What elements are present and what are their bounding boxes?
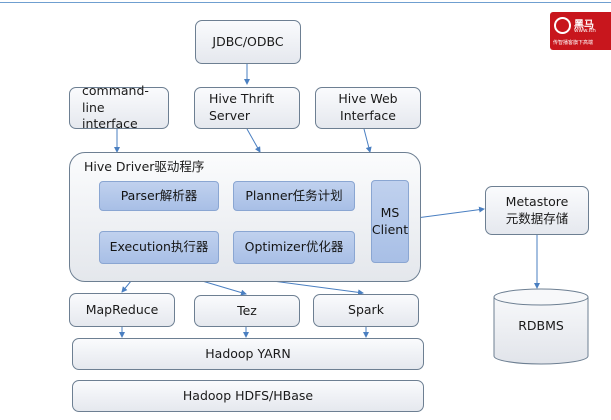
planner-box: Planner任务计划: [233, 181, 355, 211]
command-line-interface-label: command-line interface: [82, 82, 149, 132]
mapreduce-box: MapReduce: [69, 293, 175, 327]
horse-logo-icon: [554, 17, 571, 34]
hadoop-yarn-box: Hadoop YARN: [72, 338, 424, 370]
hive-driver-title: Hive Driver驱动程序: [84, 159, 205, 174]
top-rule: [0, 2, 611, 3]
arrow-thrift-driver: [246, 128, 261, 153]
logo-slogan: 传智播客旗下高端: [553, 40, 594, 46]
arrow-web-driver: [363, 128, 372, 153]
ms-client-box: MS Client: [371, 180, 409, 263]
hadoop-hdfs-hbase-box: Hadoop HDFS/HBase: [72, 380, 424, 412]
logo-url: www.ith: [574, 28, 596, 34]
metastore-box: Metastore 元数据存储: [485, 186, 589, 235]
tez-box: Tez: [194, 295, 300, 327]
rdbms-cylinder: [493, 288, 589, 365]
execution-box: Execution执行器: [99, 231, 219, 264]
arrow-msclient-metastore: [408, 206, 485, 220]
jdbc-odbc-box: JDBC/ODBC: [195, 20, 301, 64]
logo-name: 黑马: [574, 20, 594, 31]
rdbms-label: RDBMS: [518, 318, 564, 333]
hive-web-interface-label: Hive Web Interface: [338, 91, 398, 123]
hive-thrift-server-label: Hive Thrift Server: [209, 91, 275, 123]
brand-logo: 黑马 www.ith 传智播客旗下高端: [550, 12, 611, 50]
hive-web-interface-box: Hive Web Interface: [315, 87, 421, 129]
optimizer-box: Optimizer优化器: [233, 231, 355, 264]
spark-box: Spark: [313, 294, 419, 327]
hive-thrift-server-box: Hive Thrift Server: [194, 87, 300, 129]
parser-box: Parser解析器: [99, 181, 219, 211]
command-line-interface-box: command-line interface: [69, 83, 169, 131]
